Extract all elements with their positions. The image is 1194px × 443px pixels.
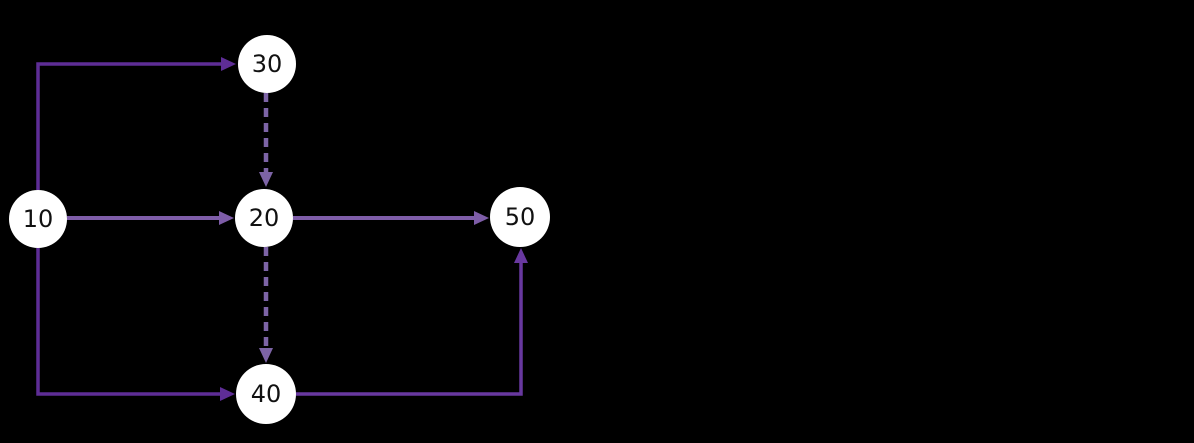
node-40-label: 40 [251,380,282,408]
node-40 [236,364,296,424]
node-20-label: 20 [249,204,280,232]
edge-10-30-line [36,62,221,190]
edge-10-40-line [36,248,220,396]
node-50-label: 50 [505,203,536,231]
edge-40-50-line [296,263,523,396]
node-30-label: 30 [252,50,283,78]
node-50 [490,187,550,247]
edge-10-30-arrowhead-icon [221,57,236,71]
edge-20-50-arrowhead-icon [474,211,489,225]
edge-30-20-arrowhead-icon [259,172,273,187]
node-30 [238,35,296,93]
edge-40-50-arrowhead-icon [514,248,528,263]
node-10-label: 10 [23,205,54,233]
node-20 [235,189,293,247]
edge-20-40-arrowhead-icon [259,348,273,363]
edge-10-20-arrowhead-icon [219,211,234,225]
node-10 [9,190,67,248]
edge-10-40-arrowhead-icon [220,387,235,401]
